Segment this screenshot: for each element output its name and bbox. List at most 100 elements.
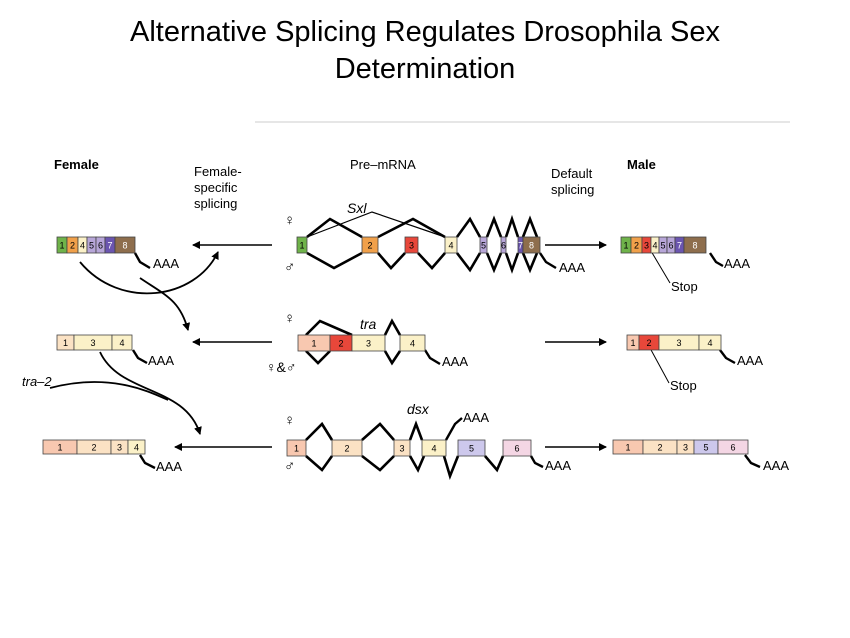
exon-number: 6 xyxy=(730,443,735,453)
exon-number: 4 xyxy=(410,339,415,349)
exon-number: 1 xyxy=(299,241,304,251)
female-symbol-sxl: ♀ xyxy=(284,212,296,229)
exon-number: 4 xyxy=(134,443,139,453)
dsx-female-intron xyxy=(305,421,334,441)
sxl-male-intron xyxy=(306,251,363,270)
tra-pre-exon xyxy=(351,334,386,352)
sxl-autoregulation-arrow xyxy=(79,251,219,295)
direction-arrows xyxy=(174,241,607,451)
dsx-male-exon xyxy=(717,439,749,455)
exon-number: 7 xyxy=(518,241,523,251)
gene-label-tra2: tra–2 xyxy=(22,374,52,389)
sxl-female-intron xyxy=(455,216,482,238)
exon-number: 5 xyxy=(469,444,474,454)
exon-number: 4 xyxy=(431,444,436,454)
dsx-pre-exon xyxy=(421,439,447,457)
figure-top-rule xyxy=(255,121,790,123)
gene-label-tra: tra xyxy=(360,316,377,332)
exon-number: 2 xyxy=(634,241,639,251)
tra-male-exon xyxy=(698,334,722,351)
both-sexes-symbol-tra: ♀&♂ xyxy=(266,359,297,375)
exon-number: 2 xyxy=(367,241,372,251)
sxl-male-exon xyxy=(683,236,707,254)
exon-number: 1 xyxy=(311,339,316,349)
female-specific-label-3: splicing xyxy=(194,196,238,211)
sxl-male-intron xyxy=(521,252,539,274)
dsx-pre-exon xyxy=(286,439,307,457)
exon-number: 3 xyxy=(90,338,95,348)
poly-a-label: AAA xyxy=(156,459,183,474)
exon-number: 7 xyxy=(677,241,682,251)
dsx-male-intron xyxy=(442,455,460,480)
exon-number: 3 xyxy=(399,444,404,454)
tra-both-intron xyxy=(305,350,331,365)
poly-a-label: AAA xyxy=(737,353,764,368)
gene-label-dsx: dsx xyxy=(407,401,429,417)
exon-number: 1 xyxy=(57,443,62,453)
dsx-male-intron xyxy=(408,455,426,473)
exon-number: 6 xyxy=(514,444,519,454)
poly-a-label: AAA xyxy=(463,410,490,425)
exon-number: 3 xyxy=(409,241,414,251)
exon-number: 3 xyxy=(676,338,681,348)
stop-label: Stop xyxy=(671,279,698,294)
poly-a-label: AAA xyxy=(148,353,175,368)
tra-both-intron xyxy=(383,350,402,366)
dsx-male-intron xyxy=(305,455,334,472)
exon-number: 1 xyxy=(294,444,299,454)
regulatory-arrows xyxy=(49,251,219,435)
dsx-pre-exon xyxy=(331,439,363,457)
exon-number: 1 xyxy=(59,241,64,251)
exon-number: 3 xyxy=(683,443,688,453)
exon-number: 4 xyxy=(119,338,124,348)
exon-number: 4 xyxy=(652,241,657,251)
sxl-female-exon xyxy=(114,236,136,254)
exon-number: 5 xyxy=(89,241,94,251)
male-header: Male xyxy=(627,157,656,172)
sxl-male-intron xyxy=(504,252,520,274)
exon-number: 4 xyxy=(448,241,453,251)
dsx-male-intron xyxy=(484,455,505,473)
exon-number: 2 xyxy=(91,443,96,453)
sxl-pre-exon xyxy=(522,236,541,254)
dsx-female-intron xyxy=(408,420,424,441)
sxl-pre-exon xyxy=(296,236,308,254)
sxl-male-intron xyxy=(485,252,503,274)
exon-number: 6 xyxy=(501,241,506,251)
female-specific-label-1: Female- xyxy=(194,164,242,179)
sxl-pre-exon xyxy=(500,236,507,254)
dsx-male-intron xyxy=(361,454,395,472)
tra-female-intron xyxy=(383,318,402,336)
poly-a-label: AAA xyxy=(442,354,469,369)
exon-number: 4 xyxy=(707,338,712,348)
pre-mrna-header: Pre–mRNA xyxy=(350,157,416,172)
dsx-pre-exon xyxy=(393,439,411,457)
poly-a-tails xyxy=(131,252,761,470)
sxl-pre-exon xyxy=(479,236,488,254)
exon-number: 3 xyxy=(366,339,371,349)
poly-a-label: AAA xyxy=(153,256,180,271)
male-symbol-dsx: ♂ xyxy=(284,458,296,475)
female-symbol-tra: ♀ xyxy=(284,310,296,327)
poly-a-label: AAA xyxy=(559,260,586,275)
slide-title: Alternative Splicing Regulates Drosophil… xyxy=(0,14,850,88)
stop-label: Stop xyxy=(670,378,697,393)
exon-number: 8 xyxy=(692,241,697,251)
sxl-male-intron xyxy=(455,252,482,273)
poly-a-label: AAA xyxy=(545,458,572,473)
dsx-female-exon xyxy=(127,439,146,455)
female-header: Female xyxy=(54,157,99,172)
exon-number: 5 xyxy=(703,443,708,453)
exon-number: 5 xyxy=(481,241,486,251)
stop-pointers xyxy=(649,250,671,384)
sxl-female-intron xyxy=(485,215,503,238)
exon-number: 1 xyxy=(625,443,630,453)
exon-number: 6 xyxy=(668,241,673,251)
exon-number: 8 xyxy=(529,241,534,251)
exon-number: 2 xyxy=(657,443,662,453)
default-splicing-label-2: splicing xyxy=(551,182,595,197)
female-symbol-dsx: ♀ xyxy=(284,412,296,429)
exon-number: 2 xyxy=(646,338,651,348)
tra-female-exon xyxy=(111,334,133,351)
